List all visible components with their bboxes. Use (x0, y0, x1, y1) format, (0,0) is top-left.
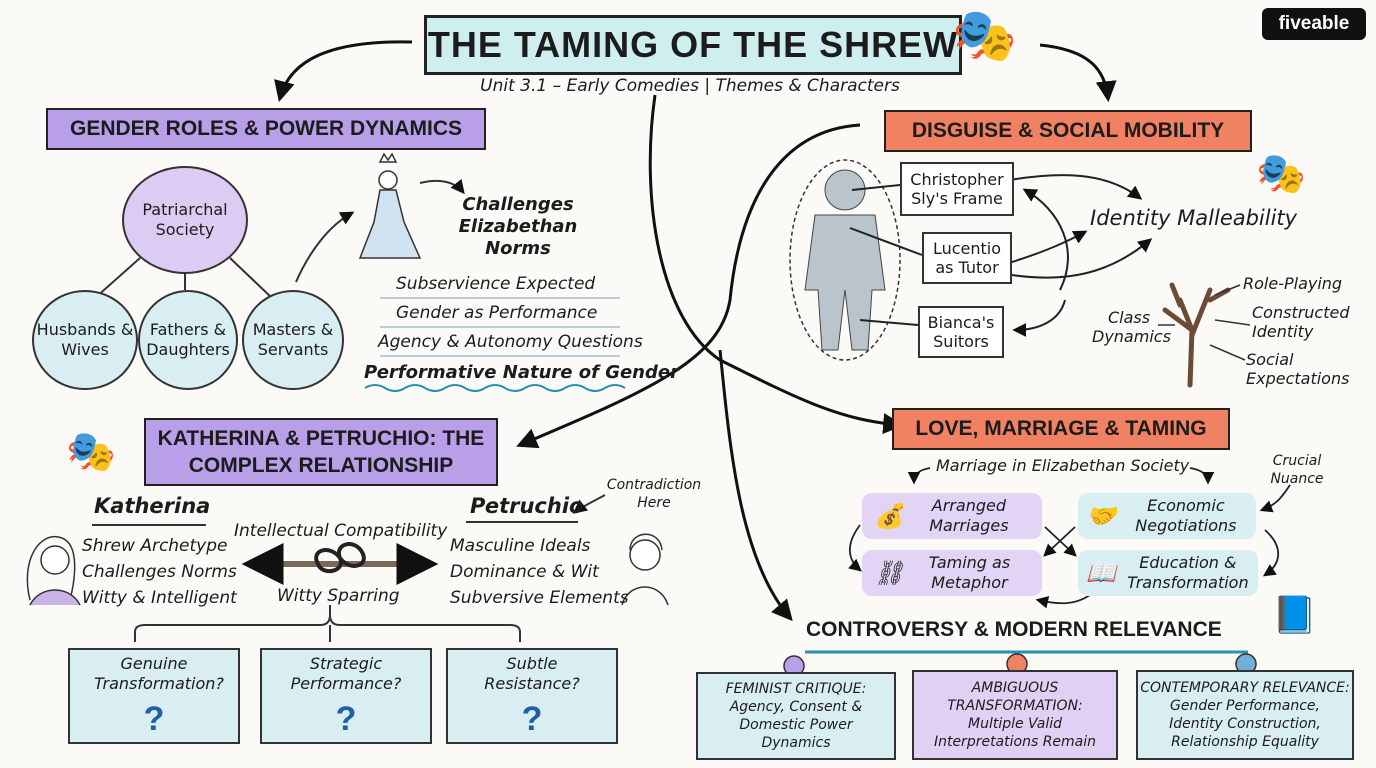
money-bag-icon: 💰 (874, 502, 904, 530)
challenges-norms-text: Challenges Elizabethan Norms (458, 194, 578, 259)
box-title: FEMINIST CRITIQUE: (725, 681, 867, 697)
social-expectations-text: Social Expectations (1246, 350, 1350, 388)
crucial-nuance-note: Crucial Nuance (1270, 453, 1324, 487)
item-label: Education & Transformation (1127, 553, 1249, 592)
arranged-marriages-box: 💰 Arranged Marriages (862, 493, 1042, 539)
question-mark-icon: ? (521, 699, 543, 738)
chain-icon: ⛓ (874, 559, 905, 587)
petruchio-trait: Dominance & Wit (450, 562, 599, 582)
question-box-resistance: Subtle Resistance? ? (446, 648, 618, 744)
petruchio-name: Petruchio (470, 494, 584, 518)
petruchio-trait: Masculine Ideals (450, 536, 591, 556)
katherina-trait: Witty & Intelligent (82, 588, 237, 608)
item-label: Arranged Marriages (929, 496, 1009, 535)
gender-point: Agency & Autonomy Questions (378, 332, 643, 352)
marriage-society-text: Marriage in Elizabethan Society (936, 456, 1190, 475)
question-mark-icon: ? (143, 699, 165, 738)
constructed-identity-text: Constructed Identity (1252, 303, 1350, 341)
class-dynamics-text: Class Dynamics (1092, 308, 1171, 346)
box-title: CONTEMPORARY RELEVANCE: (1140, 680, 1350, 696)
gender-point: Subservience Expected (396, 274, 596, 294)
contradiction-note: Contradiction Here (606, 477, 702, 511)
box-body: Multiple Valid Interpretations Remain (933, 716, 1097, 750)
fathers-daughters-node: Fathers & Daughters (138, 290, 238, 390)
witty-sparring-text: Witty Sparring (277, 586, 400, 606)
relationship-heading: KATHERINA & PETRUCHIO: THE COMPLEX RELAT… (144, 418, 498, 486)
question-mark-icon: ? (335, 699, 357, 738)
economic-negotiations-box: 🤝 Economic Negotiations (1078, 493, 1256, 539)
theater-masks-icon: 🎭 (952, 6, 1017, 66)
book-quill-icon: 📖 (1086, 559, 1116, 587)
label-bianca-suitors: Bianca's Suitors (918, 306, 1004, 358)
box-body: Gender Performance, Identity Constructio… (1169, 698, 1321, 750)
box-body: Agency, Consent & Domestic Power Dynamic… (729, 699, 863, 751)
question-text: Subtle Resistance? (484, 653, 580, 693)
identity-malleability-text: Identity Malleability (1090, 206, 1298, 230)
masks-icon-left: 🎭 (66, 429, 116, 475)
fiveable-logo: fiveable (1262, 8, 1366, 40)
patriarchal-society-node: Patriarchal Society (122, 166, 248, 274)
subtitle: Unit 3.1 – Early Comedies | Themes & Cha… (480, 76, 900, 96)
handshake-icon: 🤝 (1086, 502, 1116, 530)
katherina-name: Katherina (94, 494, 211, 518)
controversy-heading: CONTROVERSY & MODERN RELEVANCE (806, 618, 1222, 641)
masters-servants-node: Masters & Servants (242, 290, 344, 390)
quill-book-icon: 📘 (1272, 595, 1317, 636)
petruchio-trait: Subversive Elements (450, 588, 629, 608)
contemporary-relevance-box: CONTEMPORARY RELEVANCE: Gender Performan… (1136, 670, 1354, 760)
husbands-wives-node: Husbands & Wives (32, 290, 138, 390)
gender-point: Gender as Performance (396, 303, 598, 323)
katherina-trait: Challenges Norms (82, 562, 237, 582)
gender-heading: GENDER ROLES & POWER DYNAMICS (46, 108, 486, 150)
katherina-trait: Shrew Archetype (82, 536, 228, 556)
role-playing-text: Role-Playing (1243, 274, 1343, 293)
question-text: Strategic Performance? (290, 653, 402, 693)
box-title: AMBIGUOUS TRANSFORMATION: (947, 680, 1083, 714)
love-heading: LOVE, MARRIAGE & TAMING (892, 408, 1230, 450)
question-text: Genuine Transformation? (94, 653, 224, 693)
label-lucentio: Lucentio as Tutor (922, 232, 1012, 284)
ambiguous-transformation-box: AMBIGUOUS TRANSFORMATION: Multiple Valid… (912, 670, 1118, 760)
page-title: THE TAMING OF THE SHREW (424, 15, 962, 75)
item-label: Economic Negotiations (1135, 496, 1237, 535)
masks-quill-icon: 🎭 (1256, 151, 1306, 197)
question-box-strategic: Strategic Performance? ? (260, 648, 432, 744)
question-box-genuine: Genuine Transformation? ? (68, 648, 240, 744)
gender-point-highlight: Performative Nature of Gender (364, 362, 679, 383)
label-christopher-sly: Christopher Sly's Frame (900, 162, 1014, 216)
disguise-heading: DISGUISE & SOCIAL MOBILITY (884, 110, 1252, 152)
taming-metaphor-box: ⛓ Taming as Metaphor (862, 550, 1042, 596)
education-transformation-box: 📖 Education & Transformation (1078, 550, 1258, 596)
intellectual-compatibility-text: Intellectual Compatibility (234, 521, 448, 541)
feminist-critique-box: FEMINIST CRITIQUE: Agency, Consent & Dom… (696, 672, 896, 760)
item-label: Taming as Metaphor (928, 553, 1011, 592)
